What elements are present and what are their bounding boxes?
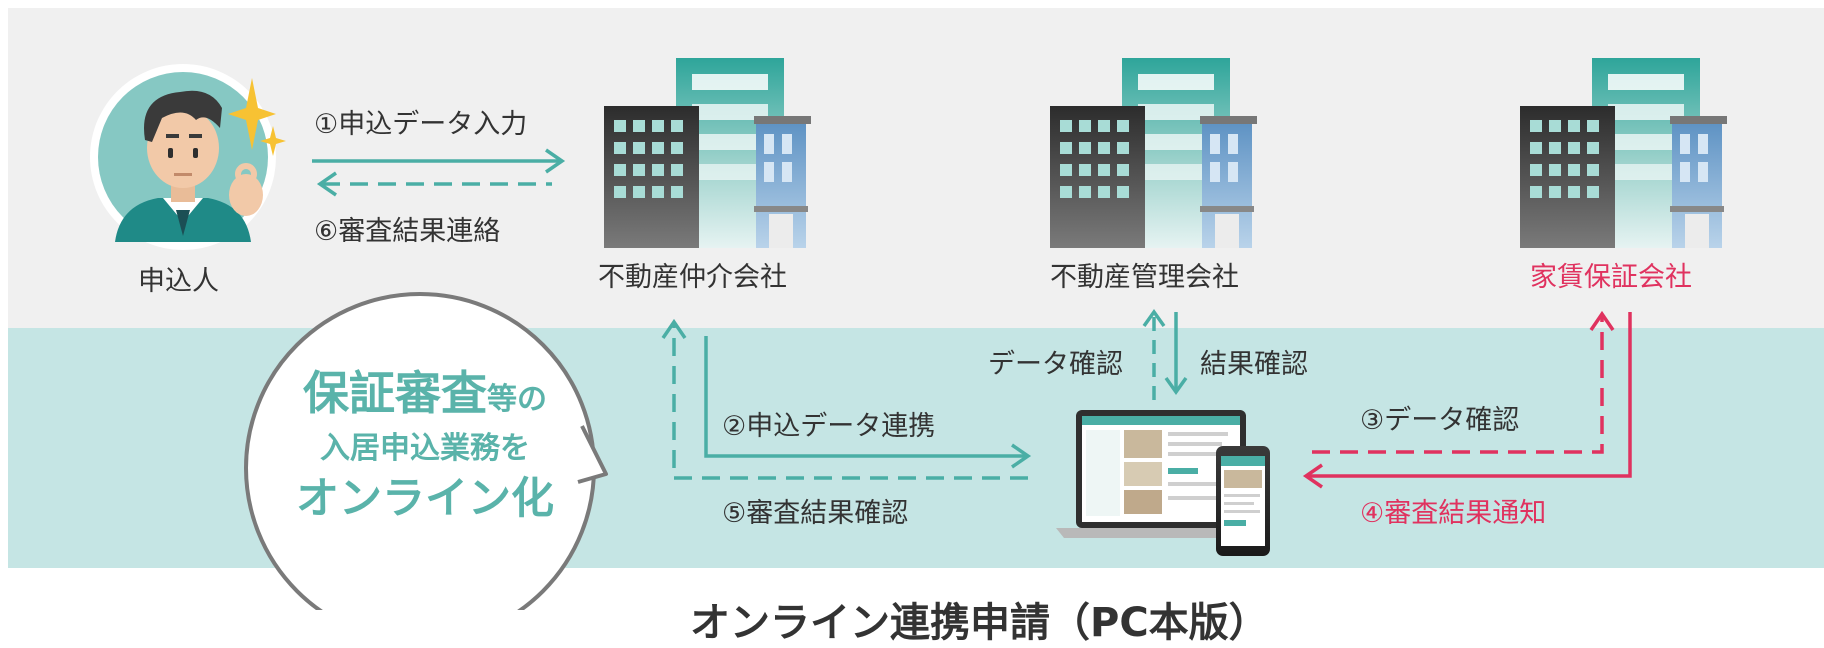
diagram-canvas — [90, 58, 1727, 610]
manager-label: 不動産管理会社 — [1050, 262, 1239, 293]
broker-label: 不動産仲介会社 — [598, 262, 787, 293]
bubble-line1-rest: 等の — [487, 382, 547, 417]
guarantor-label: 家賃保証会社 — [1530, 262, 1692, 293]
footer-title: オンライン連携申請（PC本版） — [690, 600, 1269, 646]
bubble-text: 保証審査等の 入居申込業務を オンライン化 — [265, 370, 585, 521]
step6-arrow — [316, 171, 552, 197]
laptop-screen-icon — [1056, 410, 1266, 538]
result-check-label: 結果確認 — [1200, 349, 1308, 380]
building-icon — [1050, 58, 1257, 248]
step4-label: ④審査結果通知 — [1360, 498, 1547, 529]
step2-label: ②申込データ連携 — [722, 411, 936, 442]
step3-arrow — [1312, 310, 1615, 454]
person-avatar-icon — [90, 64, 276, 250]
applicant-label: 申込人 — [138, 266, 219, 297]
smartphone-icon — [1216, 446, 1270, 556]
step6-label: ⑥審査結果連絡 — [314, 216, 501, 247]
step2-arrow — [704, 336, 1032, 469]
data-check-label: データ確認 — [988, 349, 1123, 380]
sparkle-icon — [228, 78, 286, 156]
step5-arrow — [661, 318, 1028, 480]
step5-label: ⑤審査結果確認 — [722, 498, 909, 529]
step1-label: ①申込データ入力 — [314, 109, 528, 140]
bubble-line1-strong: 保証審査 — [303, 366, 487, 420]
building-icon — [1520, 58, 1727, 248]
step3-label: ③データ確認 — [1360, 405, 1520, 436]
data-check-arrow — [1142, 308, 1166, 400]
result-check-arrow — [1164, 312, 1188, 396]
bubble-line1: 保証審査等の — [265, 370, 585, 416]
bubble-line2: 入居申込業務を — [320, 431, 530, 466]
step4-arrow — [1302, 312, 1632, 489]
bubble-line3: オンライン化 — [296, 474, 554, 524]
step1-arrow — [312, 148, 566, 174]
speech-bubble — [244, 292, 608, 610]
building-icon — [604, 58, 811, 248]
